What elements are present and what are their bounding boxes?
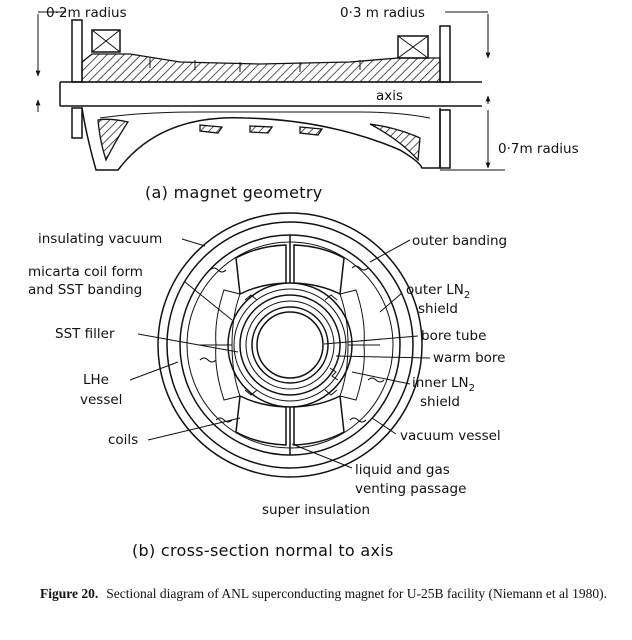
radius-label-left: 0·2m radius — [46, 5, 127, 21]
subcaption-b: (b) cross-section normal to axis — [132, 541, 394, 560]
label-micarta-line1: micarta coil form — [28, 264, 143, 280]
label-sst-filler: SST filler — [55, 326, 115, 342]
label-inner-ln2-line2: shield — [420, 394, 460, 410]
label-lhe-line1: LHe — [83, 372, 109, 388]
cross-section-drawing — [157, 212, 423, 478]
figure-number: Figure 20. — [40, 586, 99, 601]
label-warm-bore: warm bore — [433, 350, 505, 366]
label-super-insulation: super insulation — [262, 502, 370, 518]
label-outer-banding: outer banding — [412, 233, 507, 249]
magnet-geometry-drawing — [35, 11, 505, 171]
label-venting-line2: venting passage — [355, 481, 466, 497]
axis-label: axis — [376, 88, 403, 104]
subcaption-a: (a) magnet geometry — [145, 183, 323, 202]
label-outer-ln2-line2: shield — [418, 301, 458, 317]
label-bore-tube: bore tube — [421, 328, 486, 344]
label-coils: coils — [108, 432, 138, 448]
label-vacuum-vessel: vacuum vessel — [400, 428, 501, 444]
radius-label-right: 0·3 m radius — [340, 5, 425, 21]
label-venting-line1: liquid and gas — [355, 462, 450, 478]
label-micarta-line2: and SST banding — [28, 282, 142, 298]
label-inner-ln2-line1: inner LN2 — [412, 375, 475, 394]
figure-caption-text: Sectional diagram of ANL superconducting… — [106, 586, 607, 601]
leader-lines — [129, 238, 431, 469]
figure-caption: Figure 20. Sectional diagram of ANL super… — [40, 585, 615, 602]
label-lhe-line2: vessel — [80, 392, 122, 408]
radius-label-outer: 0·7m radius — [498, 141, 579, 157]
label-insulating-vacuum: insulating vacuum — [38, 231, 162, 247]
label-outer-ln2-line1: outer LN2 — [406, 282, 470, 301]
